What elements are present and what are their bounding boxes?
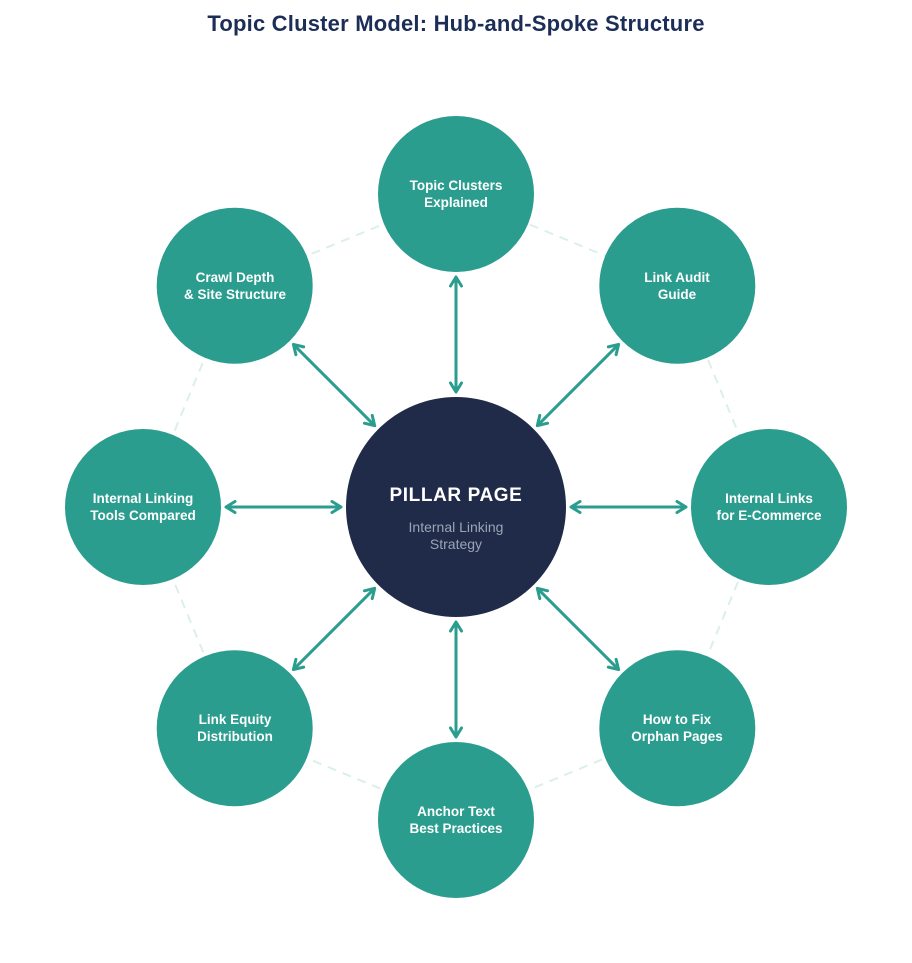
arrow-hub-bottom-left xyxy=(291,586,377,672)
spoke-node-circle-right xyxy=(691,429,847,585)
spoke-node-circle-bottom-left xyxy=(156,650,313,807)
hub-subtitle-line: Strategy xyxy=(429,536,483,552)
spoke-label-line: Internal Linking xyxy=(92,491,194,506)
spoke-node-circle-left xyxy=(65,429,221,585)
page-title: Topic Cluster Model: Hub-and-Spoke Struc… xyxy=(207,11,705,36)
spoke-label-line: Link Equity xyxy=(198,712,272,727)
spoke-label-line: Orphan Pages xyxy=(631,729,723,744)
spoke-label-line: Best Practices xyxy=(409,821,503,836)
spoke-label-internal-linking-tools: Internal Linking Tools Compared xyxy=(63,490,223,524)
hub-title: PILLAR PAGE xyxy=(389,485,523,506)
spoke-label-line: Distribution xyxy=(197,729,273,744)
spoke-label-line: Explained xyxy=(424,195,488,210)
hub-pillar-page-circle xyxy=(346,397,566,617)
spoke-label-line: for E-Commerce xyxy=(716,508,822,523)
hub-subtitle-line: Internal Linking xyxy=(408,519,504,535)
spoke-node-circle-bottom-right xyxy=(599,650,756,807)
spoke-node-circle-top-left xyxy=(156,207,313,364)
spoke-node-circle-top xyxy=(378,116,534,272)
spoke-label-link-audit-guide: Link Audit Guide xyxy=(597,269,757,303)
spoke-label-line: How to Fix xyxy=(642,712,712,727)
spoke-node-circle-bottom xyxy=(378,742,534,898)
arrow-hub-top-right xyxy=(535,342,621,428)
spoke-label-line: Crawl Depth xyxy=(195,270,275,285)
spoke-label-topic-clusters-explained: Topic Clusters Explained xyxy=(376,177,536,211)
spoke-label-internal-links-ecommerce: Internal Links for E-Commerce xyxy=(689,490,849,524)
spoke-label-line: Link Audit xyxy=(644,270,710,285)
spoke-label-line: Anchor Text xyxy=(417,804,495,819)
arrow-hub-top-left xyxy=(291,342,377,428)
spoke-label-anchor-text-best-practices: Anchor Text Best Practices xyxy=(376,803,536,837)
spoke-label-crawl-depth-site-structure: Crawl Depth & Site Structure xyxy=(155,269,315,303)
spoke-label-line: Internal Links xyxy=(725,491,813,506)
spoke-label-fix-orphan-pages: How to Fix Orphan Pages xyxy=(597,711,757,745)
hub-subtitle: Internal Linking Strategy xyxy=(356,519,556,553)
spoke-node-circle-top-right xyxy=(599,207,756,364)
hub-label: PILLAR PAGE Internal Linking Strategy xyxy=(356,485,556,553)
spoke-label-line: & Site Structure xyxy=(183,287,287,302)
spoke-label-line: Topic Clusters xyxy=(409,178,503,193)
spoke-label-link-equity-distribution: Link Equity Distribution xyxy=(155,711,315,745)
spoke-label-line: Tools Compared xyxy=(90,508,196,523)
arrow-hub-bottom-right xyxy=(535,586,621,672)
spoke-label-line: Guide xyxy=(657,287,697,302)
